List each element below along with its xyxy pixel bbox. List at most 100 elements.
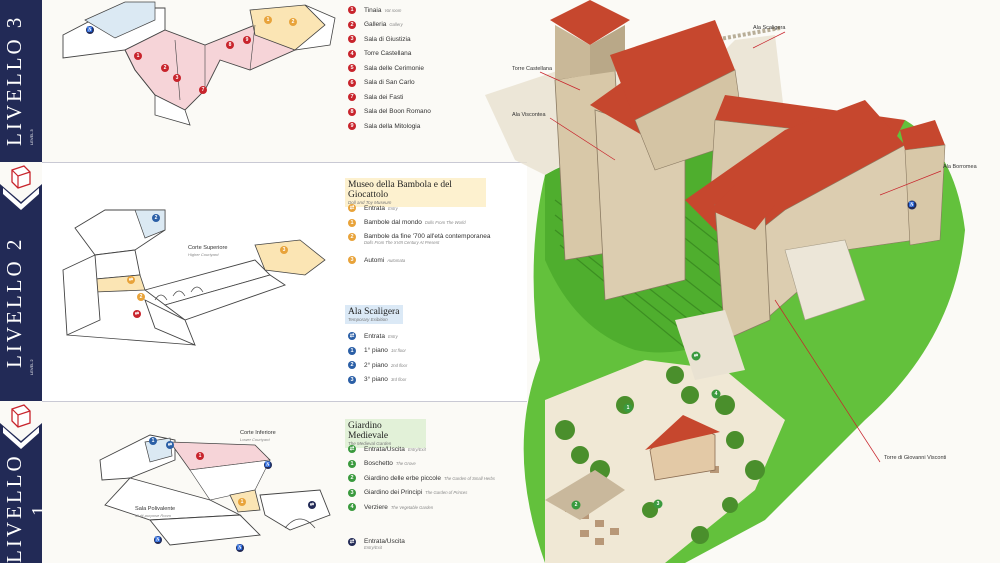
legend-number: ⇄ bbox=[348, 538, 356, 546]
level-1-chevron-icon bbox=[0, 401, 42, 449]
legend-number: 1 bbox=[348, 346, 356, 355]
svg-text:2: 2 bbox=[155, 215, 158, 221]
legend-label: Entrata/Uscita bbox=[364, 538, 405, 545]
map-label-ala-borromea: Ala Borromea bbox=[943, 164, 977, 170]
legend-label-en: Gallery bbox=[389, 22, 403, 28]
legend-label: Entrata bbox=[364, 204, 385, 212]
svg-text:1: 1 bbox=[137, 53, 140, 59]
svg-text:1: 1 bbox=[267, 17, 270, 23]
svg-text:♿: ♿ bbox=[87, 26, 93, 33]
legend-label-en: Dolls From The XVIII Century At Present bbox=[364, 240, 440, 245]
svg-text:2: 2 bbox=[292, 19, 295, 25]
museo-header: Museo della Bambola e del Giocattolo Dol… bbox=[345, 178, 486, 207]
map-label-ala-viscontea: Ala Viscontea bbox=[512, 112, 546, 118]
torre-giovanni-roof bbox=[710, 185, 775, 230]
legend-label: Torre Castellana bbox=[364, 50, 412, 58]
scaligera-title: Ala Scaligera bbox=[348, 307, 400, 317]
legend-label-en: 2nd floor bbox=[390, 362, 408, 368]
legend-label: Bambole dal mondo bbox=[364, 219, 422, 227]
legend-label-en: The Garden of Small Herbs bbox=[443, 475, 495, 481]
legend-label: Sala dei Fasti bbox=[364, 93, 404, 101]
label-leaders bbox=[539, 31, 942, 463]
legend-number: 3 bbox=[348, 375, 356, 384]
museo-subtitle: Doll and Toy Museum bbox=[348, 200, 392, 205]
east-tower bbox=[904, 144, 946, 246]
svg-text:1: 1 bbox=[199, 453, 202, 459]
level-2-floor-plan: 2 ⇄ 2 ⇄ 3 bbox=[62, 209, 326, 346]
level-3-floor-plan: ♿ 1 2 3 7 8 9 1 2 bbox=[62, 1, 336, 126]
legend-number: 2 bbox=[348, 474, 356, 483]
legend-label: 1° piano bbox=[364, 347, 388, 355]
legend-label-en: Entry/Exit bbox=[407, 446, 426, 452]
scaligera-header: Ala Scaligera Temporary Exibition bbox=[345, 305, 403, 324]
legend-label-en: Vat room bbox=[384, 7, 402, 13]
corte-inferiore-label: Corte Inferiore bbox=[240, 430, 276, 436]
svg-text:3: 3 bbox=[657, 501, 660, 507]
garden-trees bbox=[555, 366, 765, 544]
sala-polivalente-label-en: Multi-purpose Room bbox=[135, 513, 172, 518]
legend-label: Bambole da fine '700 all'età contemporan… bbox=[364, 233, 491, 240]
legend-number: ⇄ bbox=[348, 332, 356, 341]
legend-number: 2 bbox=[348, 233, 356, 241]
svg-text:⇄: ⇄ bbox=[129, 276, 134, 283]
level-2-subtitle: LEVEL 2 bbox=[29, 359, 34, 375]
legend-label: Giardino delle erbe piccole bbox=[364, 474, 441, 482]
legend-number: 5 bbox=[348, 64, 356, 73]
divider bbox=[42, 162, 527, 163]
svg-text:⇄: ⇄ bbox=[694, 352, 699, 359]
svg-text:♿: ♿ bbox=[155, 536, 161, 543]
legend-number: 1 bbox=[348, 6, 356, 15]
legend-label: Boschetto bbox=[364, 460, 393, 468]
legend-label: Entrata/Uscita bbox=[364, 445, 405, 453]
legend-number: 6 bbox=[348, 78, 356, 87]
level-3-title: LIVELLO 3 bbox=[2, 14, 26, 146]
legend-number: ⇄ bbox=[348, 445, 356, 454]
svg-text:9: 9 bbox=[246, 37, 249, 43]
level-3-subtitle: LEVEL 3 bbox=[29, 129, 34, 145]
corte-inferiore-label-en: Lower Courtyard bbox=[240, 437, 270, 442]
east-tower-roof bbox=[900, 120, 945, 150]
giardino-title: Giardino Medievale bbox=[348, 421, 389, 441]
divider bbox=[42, 401, 527, 402]
legend-label: Tinaia bbox=[364, 6, 382, 14]
svg-text:8: 8 bbox=[229, 42, 232, 48]
pergola bbox=[784, 239, 866, 321]
svg-text:1: 1 bbox=[152, 438, 155, 444]
svg-text:1: 1 bbox=[241, 499, 244, 505]
torre-castellana-roof bbox=[550, 0, 630, 45]
legend-label: Giardino dei Principi bbox=[364, 489, 423, 497]
castle-illustration: ⇄ 1 4 2 3 ♿ bbox=[485, 0, 965, 563]
svg-text:⇄: ⇄ bbox=[168, 441, 173, 448]
svg-text:⇄: ⇄ bbox=[310, 501, 315, 508]
svg-text:2: 2 bbox=[140, 294, 143, 300]
corte-superiore-label: Corte Superiore bbox=[188, 245, 228, 251]
garden-house-roof bbox=[645, 415, 720, 450]
level-sidebar bbox=[0, 0, 42, 563]
legend-label: Automi bbox=[364, 256, 385, 264]
svg-text:♿: ♿ bbox=[265, 461, 271, 468]
legend-label: Entrata bbox=[364, 332, 385, 340]
legend-label: Sala del Boon Romano bbox=[364, 108, 431, 116]
legend-number: 3 bbox=[348, 256, 356, 265]
legend-number: 2 bbox=[348, 20, 356, 29]
legend-label-en: 3rd floor bbox=[390, 377, 407, 383]
level-2-title: LIVELLO 2 bbox=[2, 236, 26, 369]
svg-text:⇄: ⇄ bbox=[135, 310, 140, 317]
level-2-chevron-icon bbox=[0, 162, 42, 210]
